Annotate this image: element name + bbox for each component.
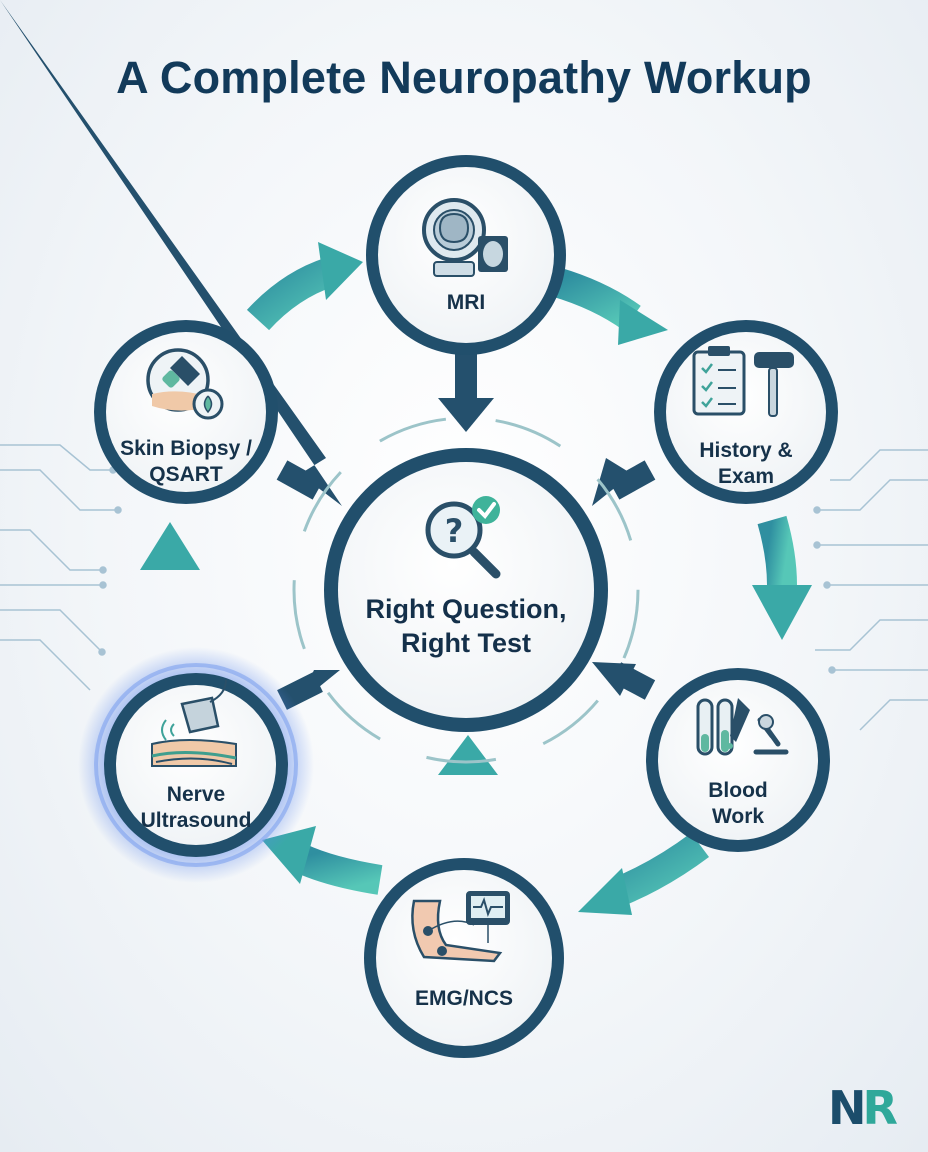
node-skin	[94, 320, 278, 504]
skin-biopsy-droplet-icon	[146, 348, 224, 420]
node-label-skin: Skin Biopsy / QSART	[120, 437, 252, 486]
logo-letter-r: R	[862, 1081, 898, 1135]
cycle-arrows	[155, 257, 797, 906]
magnifier-question-check-icon: ?	[425, 496, 501, 579]
inner-dashed-cycle	[292, 416, 640, 764]
node-label-ultrasound: Nerve Ultrasound	[140, 783, 252, 832]
brand-logo: NR	[828, 1082, 908, 1134]
center-label: Right Question, Right Test	[365, 594, 567, 658]
circuit-lines-left	[0, 444, 122, 691]
center-circle	[324, 448, 608, 732]
arm-electrodes-monitor-icon	[411, 891, 510, 963]
node-label-emg: EMG/NCS	[414, 987, 513, 1010]
mri-brain-scanner-icon	[422, 198, 508, 277]
page-title: A Complete Neuropathy Workup	[116, 52, 812, 103]
clipboard-reflex-hammer-icon	[692, 346, 794, 417]
circuit-lines-right	[813, 449, 928, 731]
ultrasound-probe-nerve-icon	[151, 679, 237, 767]
node-label-blood: Blood Work	[708, 779, 768, 828]
test-tubes-microscope-icon	[696, 698, 789, 756]
node-label-history: History & Exam	[699, 439, 793, 488]
node-label-mri: MRI	[446, 291, 486, 314]
svg-text:?: ?	[445, 512, 464, 550]
logo-letter-n: N	[828, 1081, 866, 1135]
